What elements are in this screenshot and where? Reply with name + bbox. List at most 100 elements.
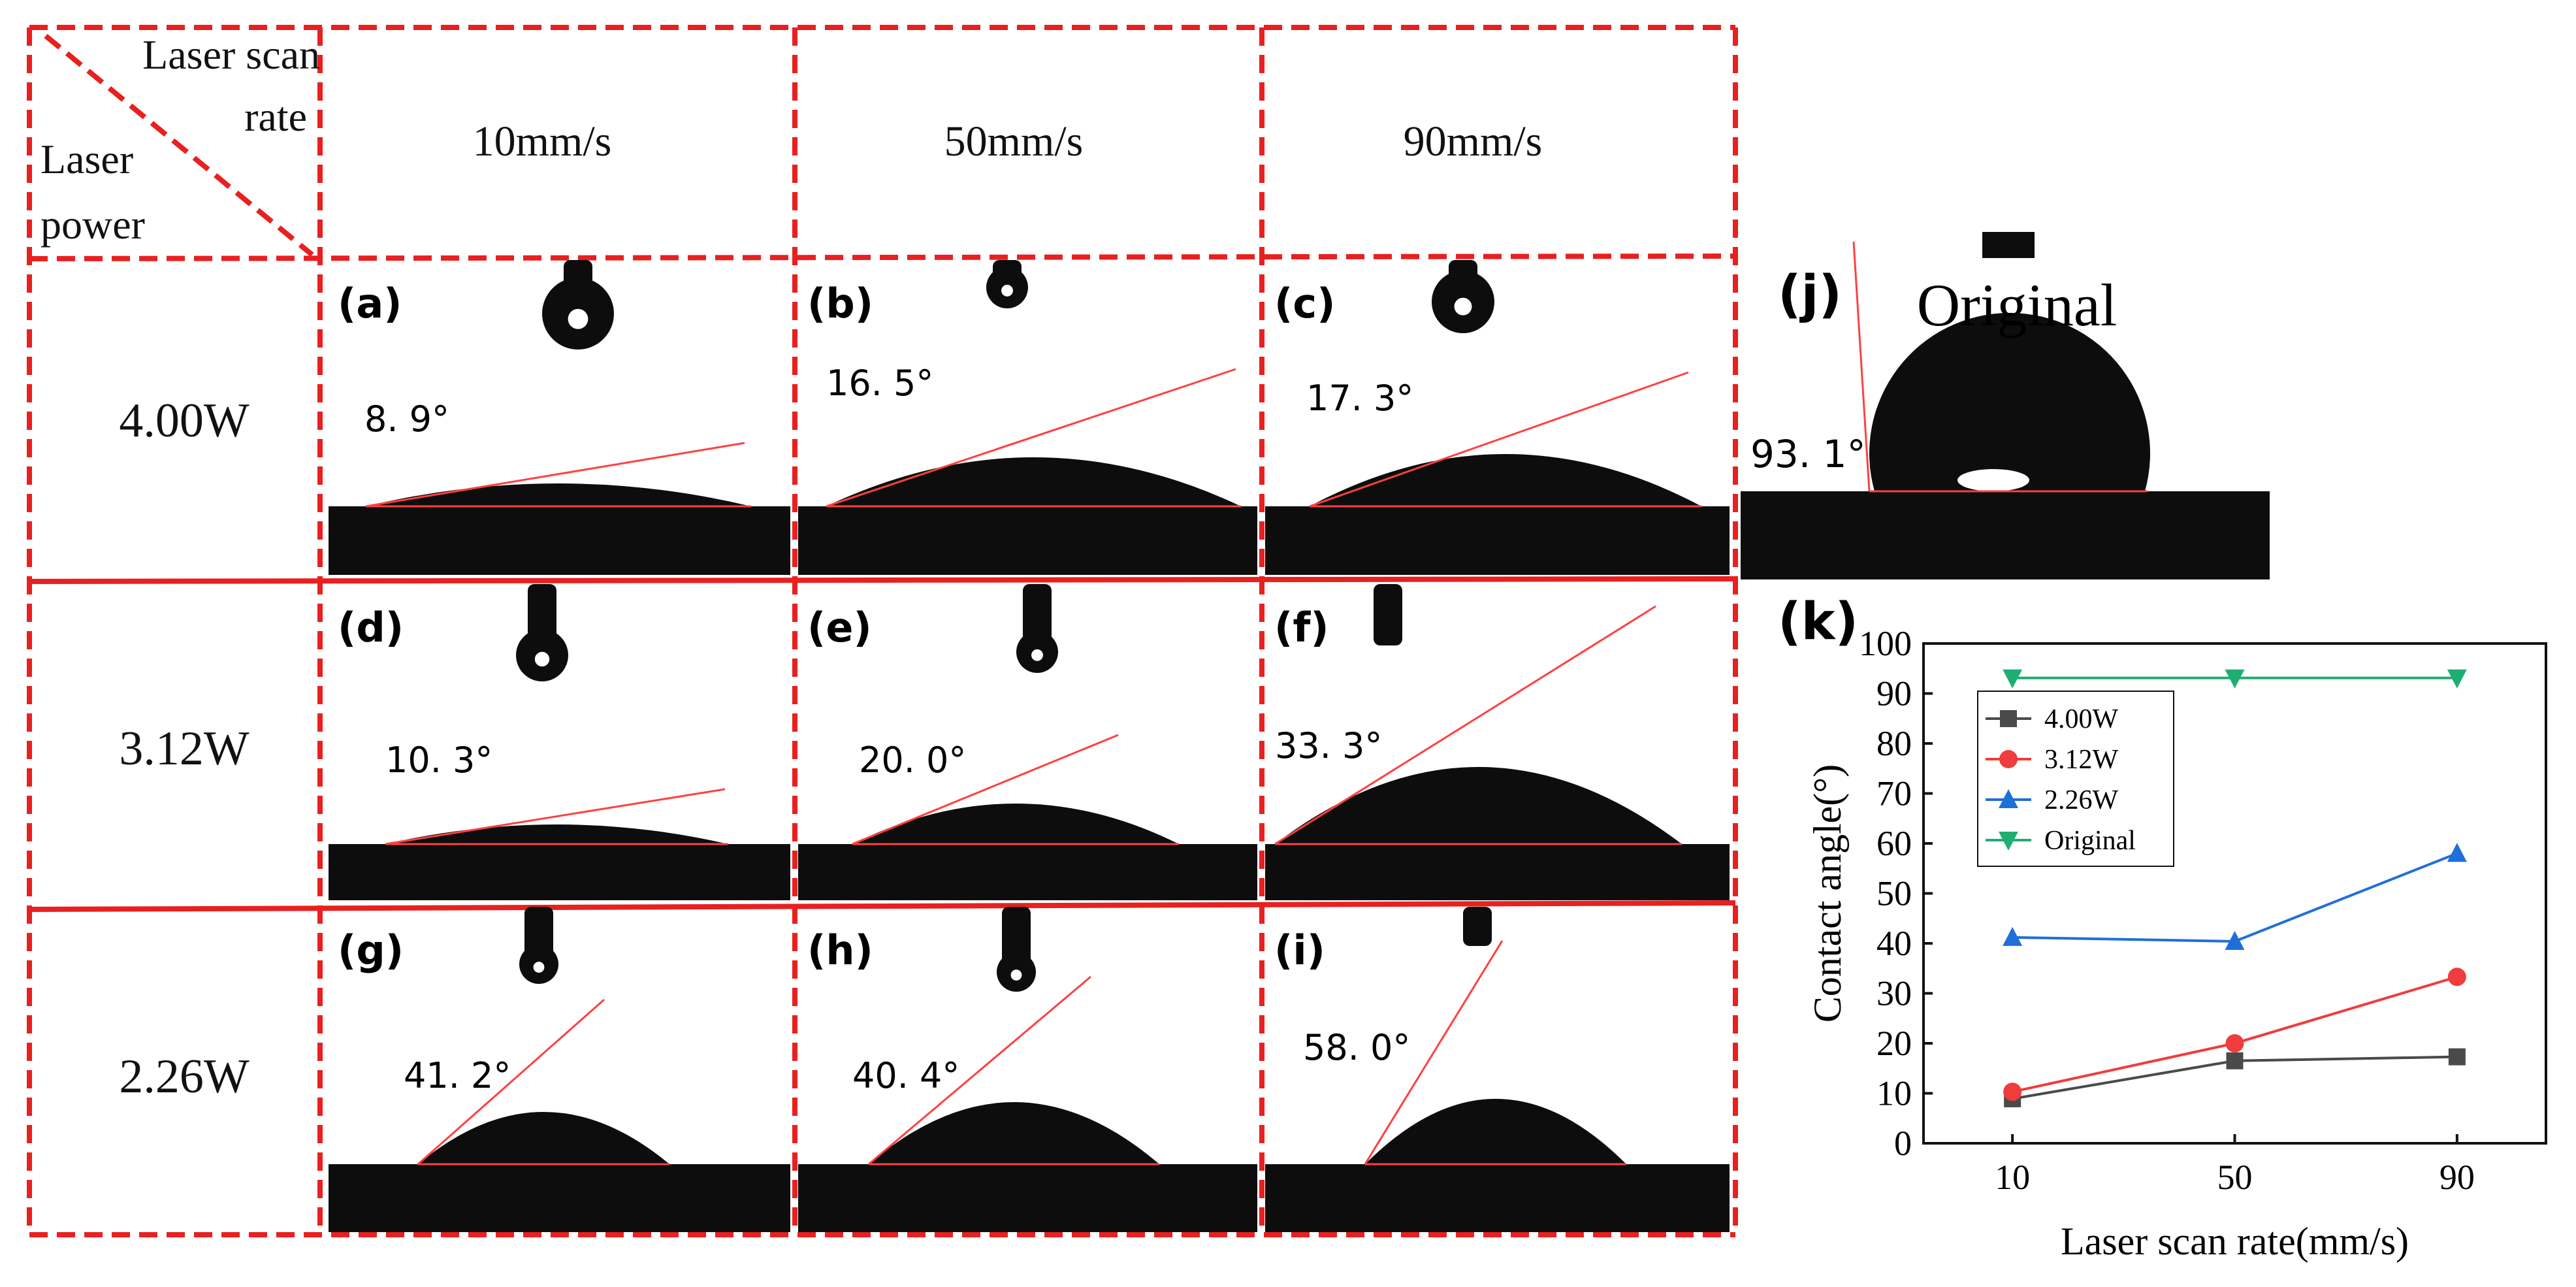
y-axis-label: Contact angle(°) (1806, 764, 1849, 1023)
droplet (1275, 767, 1682, 844)
drop-highlight (1001, 284, 1013, 297)
panel-letter-a: (a) (338, 280, 402, 327)
legend-marker (1999, 750, 2018, 768)
panel-h: (h) 40. 4° (798, 907, 1257, 1232)
grid-line-header (29, 253, 1736, 261)
col-header-10: 10mm/s (473, 118, 612, 165)
row-header-4-00w: 4.00W (119, 394, 250, 448)
y-tick-label: 70 (1876, 774, 1912, 813)
y-tick-label: 40 (1876, 924, 1912, 963)
droplet-panels: (a) 8. 9° (b)16. 5°(c)17. 3° (d)10. 3°(e)20… (329, 260, 1730, 1232)
data-point (2447, 843, 2467, 862)
tangent-line (385, 788, 726, 845)
panel-f: (f)33. 3° (1265, 584, 1730, 900)
tangent-line (1274, 605, 1656, 845)
drop-highlight (568, 308, 588, 329)
data-point (2447, 968, 2466, 986)
panel-letter-d: (d) (338, 604, 404, 651)
drop-highlight (1454, 297, 1472, 316)
droplet (826, 457, 1241, 506)
droplet (385, 824, 728, 844)
y-tick-label: 10 (1876, 1074, 1912, 1113)
substrate (1265, 844, 1730, 900)
y-tick-label: 0 (1894, 1124, 1912, 1163)
x-tick-label: 50 (2217, 1158, 2253, 1197)
data-point (2226, 1052, 2244, 1069)
drop-highlight (1031, 649, 1043, 661)
contact-angle-label: 8. 9° (364, 399, 449, 440)
data-point (2003, 669, 2023, 689)
contact-angle-label: 41. 2° (404, 1055, 511, 1096)
data-point (2225, 669, 2245, 689)
panel-d: (d)10. 3° (329, 584, 790, 900)
panel-e: (e)20. 0° (798, 584, 1257, 900)
legend-label: 4.00W (2044, 704, 2119, 734)
drop-highlight (1010, 969, 1022, 981)
legend-marker (1999, 832, 2018, 851)
panel-letter-b: (b) (807, 280, 873, 327)
contact-angle-label: 40. 4° (852, 1055, 959, 1096)
tangent-line (868, 975, 1091, 1165)
data-point (2225, 1034, 2244, 1052)
contact-angle-label-j: 93. 1° (1750, 432, 1866, 476)
tangent-line (1309, 371, 1689, 508)
grid-line-row2 (29, 576, 1736, 584)
legend-marker (1999, 789, 2018, 808)
corner-top-label-line1: Laser scan (142, 31, 320, 78)
panel-title-j: Original (1917, 272, 2117, 338)
corner-diagonal (44, 33, 314, 257)
contact-angle-label: 20. 0° (859, 740, 966, 781)
needle-j (1982, 232, 2035, 258)
contact-angle-label: 17. 3° (1306, 378, 1413, 419)
col-header-50: 50mm/s (944, 118, 1084, 165)
y-tick-label: 60 (1876, 824, 1912, 863)
tangent-line (365, 442, 745, 508)
droplet-highlight-j (1957, 469, 2029, 491)
droplet (418, 1112, 669, 1164)
row-header-2-26w: 2.26W (119, 1050, 250, 1103)
tangent-line (1364, 940, 1504, 1165)
drop-highlight (534, 651, 550, 667)
x-tick-label: 90 (2439, 1158, 2475, 1197)
panel-b: (b)16. 5° (798, 260, 1257, 575)
contact-angle-label: 33. 3° (1275, 725, 1382, 766)
x-axis-label: Laser scan rate(mm/s) (2061, 1220, 2409, 1263)
tangent-line (417, 998, 605, 1165)
legend-marker (2000, 710, 2017, 727)
series-2 (2003, 843, 2467, 950)
y-tick-label: 80 (1876, 724, 1912, 763)
droplet (852, 804, 1179, 844)
droplet (869, 1102, 1159, 1164)
corner-top-label-line2: rate (244, 93, 307, 140)
corner-left-label-line1: Laser (40, 136, 133, 182)
droplet (1365, 1099, 1626, 1164)
substrate (1265, 1164, 1730, 1232)
series-1 (2003, 968, 2466, 1101)
y-tick-label: 100 (1859, 624, 1912, 663)
panel-c: (c)17. 3° (1265, 260, 1730, 575)
legend-label: 3.12W (2044, 745, 2119, 775)
substrate (798, 506, 1257, 575)
data-point (2447, 669, 2467, 689)
y-tick-label: 50 (1876, 874, 1912, 913)
panel-g: (g)41. 2° (329, 907, 790, 1232)
tangent-line (826, 368, 1236, 508)
panel-letter-h: (h) (807, 926, 873, 974)
droplet-j (1869, 312, 2151, 491)
panel-letter-i: (i) (1274, 926, 1325, 974)
needle (1463, 907, 1492, 946)
row-header-3-12w: 3.12W (119, 722, 250, 775)
y-tick-label: 30 (1876, 974, 1912, 1013)
panel-i: (i)58. 0° (1265, 907, 1730, 1232)
y-tick-label: 20 (1876, 1024, 1912, 1063)
substrate-j (1741, 491, 2270, 579)
substrate (329, 844, 790, 900)
tangent-line (852, 734, 1119, 845)
panel-letter-j: (j) (1778, 265, 1842, 324)
table-grid (27, 25, 1738, 1237)
series-3 (2003, 669, 2467, 689)
substrate (798, 844, 1257, 900)
droplet (366, 483, 751, 506)
